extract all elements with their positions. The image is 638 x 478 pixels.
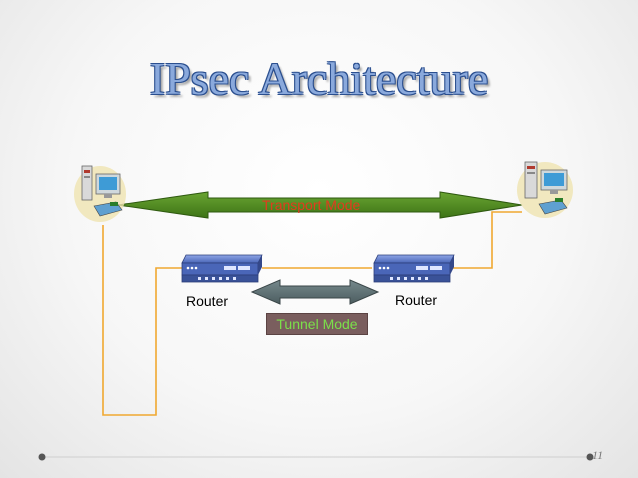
router-icon (373, 254, 455, 283)
network-path-lines (102, 211, 522, 416)
slide-title: IPsec Architecture (149, 53, 489, 104)
footer-rule (38, 453, 594, 461)
router-left-label: Router (186, 293, 229, 309)
transport-mode-label: Transport Mode (262, 197, 361, 213)
footer-dot-left (38, 453, 46, 461)
router-icon (181, 254, 263, 283)
footer-dot-right (586, 453, 594, 461)
tunnel-mode-arrow (250, 279, 380, 305)
left-path-line (102, 225, 182, 416)
page-number: 11 (592, 448, 604, 462)
right-path-line (452, 211, 522, 269)
computer-icon (517, 161, 573, 218)
computer-icon (74, 165, 126, 222)
router-right-label: Router (395, 292, 438, 308)
tunnel-mode-label: Tunnel Mode (266, 313, 368, 335)
